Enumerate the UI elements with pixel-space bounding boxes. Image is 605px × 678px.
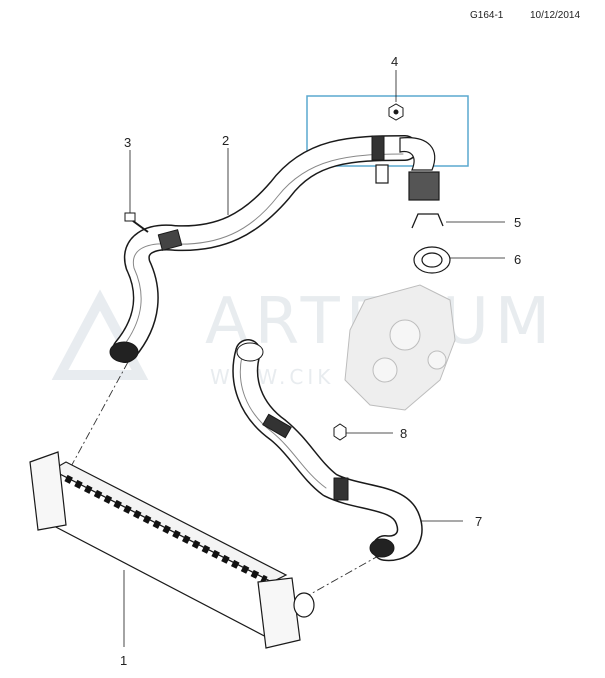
gasket-6 (413, 246, 451, 274)
leader-lines (123, 70, 505, 647)
turbo-port-1 (389, 319, 421, 351)
intercooler-right-tank (257, 577, 301, 649)
elbow-body (399, 137, 436, 171)
hose-2-coupling (157, 229, 183, 251)
elbow-bracket (375, 164, 389, 184)
connect-hose7-cooler (299, 554, 381, 601)
hose-7 (232, 339, 423, 562)
intercooler-fins (64, 474, 268, 584)
intercooler (29, 451, 315, 649)
callout-1: 1 (120, 653, 127, 668)
watermark-sub: WWW.CIK (210, 365, 334, 389)
callout-2: 2 (222, 133, 229, 148)
nut-4 (388, 103, 404, 121)
intercooler-outlet (293, 592, 315, 618)
callout-6: 6 (514, 252, 521, 267)
hose-2-lower-clamp (109, 341, 139, 363)
hose-2 (109, 135, 418, 363)
turbo-port-2 (372, 357, 398, 383)
hose-2-upper-clamp (371, 135, 385, 161)
gasket-6-hole (421, 252, 443, 268)
hose-7-lower-clamp (369, 538, 395, 558)
clip-5 (411, 213, 444, 229)
bolt-3-shank (132, 220, 149, 233)
callout-numbers: 1 2 3 4 5 6 7 8 (120, 54, 521, 668)
bolt-3 (124, 212, 149, 233)
turbo-elbow (375, 137, 440, 201)
nut-4-hole (393, 109, 399, 115)
hose-7-clamp-upper (262, 413, 292, 439)
nut-8-body (333, 423, 347, 441)
callout-8: 8 (400, 426, 407, 441)
connect-hose2-cooler (67, 361, 129, 473)
diagram-date: 10/12/2014 (530, 10, 581, 21)
turbo-port-3 (427, 350, 447, 370)
callout-3: 3 (124, 135, 131, 150)
nut-8 (333, 423, 347, 441)
diagram-code: G164-1 (470, 10, 504, 21)
callout-5: 5 (514, 215, 521, 230)
clip-5-body (411, 213, 444, 229)
connection-lines (67, 361, 381, 601)
elbow-flange (408, 171, 440, 201)
bolt-3-head (124, 212, 136, 222)
intercooler-left-tank (29, 451, 67, 531)
callout-4: 4 (391, 54, 398, 69)
hose-7-upper-end (236, 342, 264, 362)
callout-7: 7 (475, 514, 482, 529)
hose-7-clamp-middle (333, 477, 349, 501)
turbo-assembly-ghost (344, 284, 456, 411)
